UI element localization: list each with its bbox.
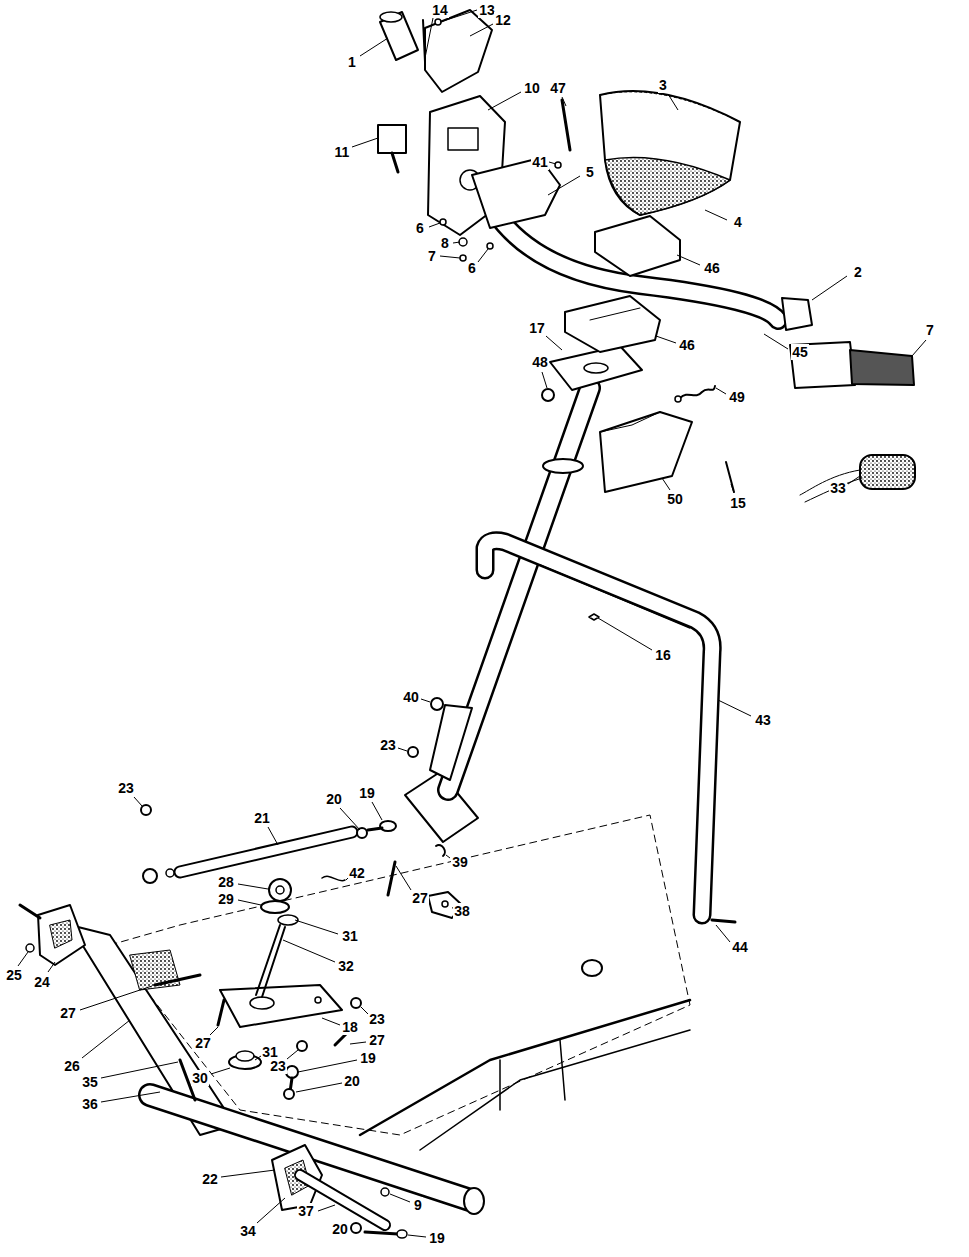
callout-number: 7: [925, 322, 935, 338]
callout-number: 10: [523, 80, 541, 96]
callout-number: 42: [348, 865, 366, 881]
callout-number: 27: [59, 1005, 77, 1021]
callout-number: 47: [549, 80, 567, 96]
callout-number: 38: [453, 903, 471, 919]
callout-number: 17: [528, 320, 546, 336]
callout-number: 19: [428, 1230, 446, 1246]
callout-number: 46: [678, 337, 696, 353]
callout-number: 34: [239, 1223, 257, 1239]
callout-number: 49: [728, 389, 746, 405]
callout-number: 23: [269, 1058, 287, 1074]
callout-number: 13: [478, 2, 496, 18]
callout-number: 4: [733, 214, 743, 230]
callout-number: 24: [33, 974, 51, 990]
callout-number: 19: [359, 1050, 377, 1066]
callout-number: 27: [411, 890, 429, 906]
callout-number: 6: [467, 260, 477, 276]
callout-number: 30: [191, 1070, 209, 1086]
callout-number: 6: [415, 220, 425, 236]
callout-number: 33: [829, 480, 847, 496]
callout-number: 41: [531, 154, 549, 170]
callout-number: 14: [431, 2, 449, 18]
callout-number: 32: [337, 958, 355, 974]
callout-number: 1: [347, 54, 357, 70]
callout-number: 18: [341, 1019, 359, 1035]
callout-number: 27: [368, 1032, 386, 1048]
callout-number: 28: [217, 874, 235, 890]
callout-number: 20: [325, 791, 343, 807]
callout-number: 27: [194, 1035, 212, 1051]
callout-number: 23: [368, 1011, 386, 1027]
callout-number: 43: [754, 712, 772, 728]
callout-number: 26: [63, 1058, 81, 1074]
callout-number: 35: [81, 1074, 99, 1090]
callout-number: 3: [658, 77, 668, 93]
callout-number: 40: [402, 689, 420, 705]
callout-number: 20: [343, 1073, 361, 1089]
callout-number: 19: [358, 785, 376, 801]
callout-number: 9: [413, 1197, 423, 1213]
callout-number: 45: [791, 344, 809, 360]
callout-number: 5: [585, 164, 595, 180]
callout-number: 39: [451, 854, 469, 870]
callout-number: 21: [253, 810, 271, 826]
callout-number: 48: [531, 354, 549, 370]
callout-number: 50: [666, 491, 684, 507]
callout-number: 16: [654, 647, 672, 663]
callout-number: 23: [379, 737, 397, 753]
callout-number: 29: [217, 891, 235, 907]
callout-number: 22: [201, 1171, 219, 1187]
callout-number: 37: [297, 1203, 315, 1219]
callout-number: 12: [494, 12, 512, 28]
callout-number: 31: [341, 928, 359, 944]
callout-number: 7: [427, 248, 437, 264]
callout-number: 46: [703, 260, 721, 276]
callout-number: 20: [331, 1221, 349, 1237]
callout-number: 23: [117, 780, 135, 796]
callout-number: 15: [729, 495, 747, 511]
callout-number: 44: [731, 939, 749, 955]
callout-number: 25: [5, 967, 23, 983]
leader-lines: [18, 10, 926, 1237]
callout-number: 36: [81, 1096, 99, 1112]
callout-number: 11: [334, 144, 351, 160]
callout-number: 2: [853, 264, 863, 280]
callout-number: 8: [440, 235, 450, 251]
